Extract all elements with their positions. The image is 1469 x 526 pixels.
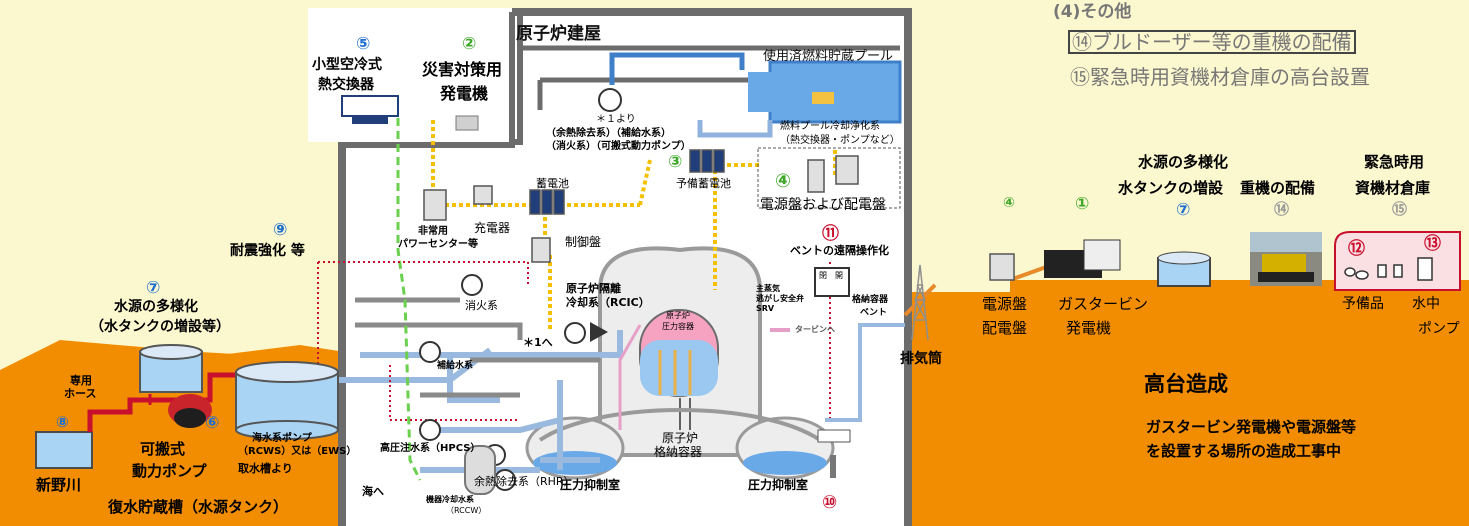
highland-desc-1: ガスタービン発電機や電源盤等 — [1146, 420, 1356, 435]
water-div-left-1: 水源の多様化 — [114, 300, 198, 314]
water-div-right-2: 水タンクの増設 — [1118, 181, 1223, 196]
air-hx-label-2: 熱交換器 — [318, 78, 374, 92]
emergency-bus-1: 非常用 — [418, 227, 448, 237]
sub-pump-label-1: 水中 — [1412, 297, 1440, 311]
fuel-pool-cleanup-1: 燃料プール冷却浄化系 — [780, 122, 880, 132]
panel-label-2: 配電盤 — [982, 321, 1027, 336]
warehouse-label-2: 資機材倉庫 — [1355, 181, 1430, 196]
fire-label: 消火系 — [465, 300, 498, 311]
battery-label: 蓄電池 — [536, 178, 569, 189]
main-steam-3: SRV — [756, 305, 774, 313]
hpcs-label: 高圧注水系（HPCS） — [380, 444, 480, 454]
air-hx-label-1: 小型空冷式 — [312, 58, 382, 72]
pump-label-1: 可搬式 — [140, 442, 185, 457]
num-4-inside: ④ — [775, 172, 791, 191]
fuel-pool-cleanup-2: （熱交換器・ポンプなど） — [780, 136, 900, 146]
gt-label-1: ガスタービン — [1058, 297, 1148, 312]
hose-label-2: ホース — [64, 388, 96, 399]
seawater-pump-2: （RCWS）又は（EWS） — [238, 447, 356, 457]
rccw-label-2: （RCCW） — [446, 507, 486, 515]
heavy-equipment-label: 重機の配備 — [1240, 181, 1315, 196]
gt-label-2: 発電機 — [1066, 321, 1111, 336]
power-panel-box — [990, 254, 1014, 280]
seawater-pump-1: 海水系ポンプ — [252, 434, 312, 444]
from-1-label-2: （余熱除去系）（補給水系） — [546, 129, 671, 139]
highland-desc-2: を設置する場所の造成工事中 — [1146, 444, 1341, 459]
main-steam-2: 逃がし安全弁 — [756, 295, 804, 303]
rcic-label-1: 原子炉隔離 — [566, 283, 621, 294]
num-11: ⑪ — [822, 226, 839, 243]
main-steam-1: 主蒸気 — [756, 285, 780, 293]
warehouse-label-1: 緊急時用 — [1364, 155, 1424, 170]
containment-label-1: 原子炉 — [662, 432, 698, 444]
intake-label: 取水槽より — [238, 463, 293, 474]
water-div-left-2: （水タンクの増設等） — [90, 320, 230, 334]
switchgear-label: 電源盤および配電盤 — [760, 198, 886, 212]
emergency-bus-2: パワーセンター等 — [398, 240, 478, 250]
others-header: (4)その他 — [1053, 4, 1131, 21]
condensate-label: 復水貯蔵槽（水源タンク） — [108, 500, 288, 515]
num-3: ③ — [668, 154, 682, 171]
num-12: ⑫ — [1348, 241, 1365, 258]
num-14: ⑭ — [1274, 202, 1289, 217]
num-6: ⑥ — [205, 415, 219, 432]
num-7-right: ⑦ — [1176, 202, 1190, 219]
num-13: ⑬ — [1424, 236, 1441, 253]
suppression-label-right: 圧力抑制室 — [748, 479, 808, 491]
highland-title: 高台造成 — [1144, 374, 1228, 395]
building-title: 原子炉建屋 — [516, 26, 601, 43]
num-1: ① — [1075, 196, 1089, 213]
highland-ground — [905, 280, 1469, 526]
rccw-label-1: 機器冷却水系 — [426, 496, 474, 504]
stack-label: 排気筒 — [900, 352, 942, 366]
seismic-label: 耐震強化 等 — [230, 244, 305, 258]
containment-label-2: 格納容器 — [654, 446, 702, 458]
num-4-right: ④ — [1003, 196, 1015, 210]
containment-vent-1: 格納容器 — [852, 296, 888, 305]
water-div-right-1: 水源の多様化 — [1138, 155, 1228, 170]
river-label: 新野川 — [36, 478, 81, 493]
num-10: ⑩ — [822, 494, 837, 512]
num-5: ⑤ — [356, 36, 370, 53]
panel-label-1: 電源盤 — [982, 297, 1027, 312]
sub-pump-label-2: ポンプ — [1418, 322, 1460, 336]
containment-vent-2: ベント — [860, 309, 887, 318]
generator-label-2: 発電機 — [440, 86, 488, 102]
control-panel-label: 制御盤 — [565, 236, 601, 248]
num-2: ② — [462, 36, 476, 53]
rpv-label-1: 原子炉 — [666, 312, 690, 320]
hose-label-1: 専用 — [70, 375, 92, 386]
num-9: ⑨ — [273, 222, 287, 239]
river — [36, 432, 92, 468]
valve-label-1: 閉 — [819, 272, 827, 280]
from-1-label: ＊１より — [596, 115, 636, 125]
to-star1-label: ＊1へ — [523, 337, 553, 348]
num-8: ⑧ — [56, 415, 69, 430]
makeup-water-label: 補給水系 — [437, 362, 473, 371]
num-7-left: ⑦ — [146, 280, 160, 297]
suppression-label-left: 圧力抑制室 — [560, 479, 620, 491]
generator-label-1: 災害対策用 — [422, 62, 502, 78]
rpv-label-2: 圧力容器 — [662, 323, 694, 331]
spent-fuel-pool — [770, 62, 900, 122]
num-15: ⑮ — [1392, 202, 1407, 217]
others-item-14: ⑭ブルドーザー等の重機の配備 — [1070, 32, 1354, 52]
to-turbine-label: タービンへ — [795, 326, 835, 334]
spent-fuel-pool-label: 使用済燃料貯蔵プール — [763, 50, 893, 63]
charger-label: 充電器 — [474, 222, 510, 234]
valve-label-2: 開 — [835, 272, 843, 280]
rcic-label-2: 冷却系（RCIC） — [566, 297, 650, 308]
spare-parts-label: 予備品 — [1342, 297, 1384, 311]
pump-label-2: 動力ポンプ — [132, 464, 207, 479]
spare-battery-label: 予備蓄電池 — [676, 178, 731, 189]
to-sea-label: 海へ — [362, 486, 384, 497]
others-item-15: ⑮緊急時用資機材倉庫の高台設置 — [1070, 67, 1370, 87]
from-1-label-3: （消火系）（可搬式動力ポンプ） — [546, 142, 691, 152]
vent-remote-label: ベントの遠隔操作化 — [790, 245, 889, 256]
